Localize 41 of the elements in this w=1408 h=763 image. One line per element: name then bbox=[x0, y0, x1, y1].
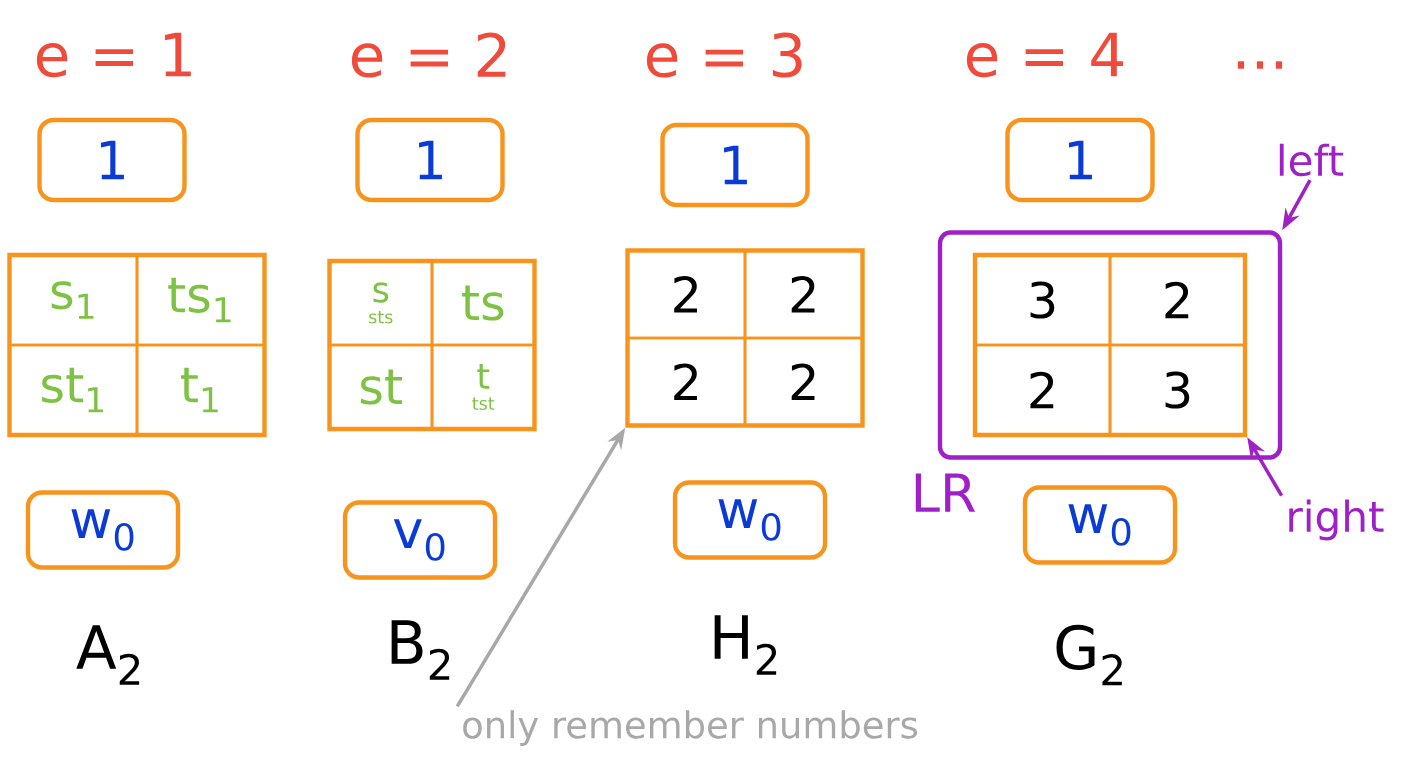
label-box: w$_{0}$ bbox=[1022, 485, 1178, 565]
column-label: A$_{2}$ bbox=[76, 625, 140, 685]
label-box: 1 bbox=[1005, 117, 1155, 203]
note-text: left bbox=[1279, 143, 1344, 177]
table-cell: 2 bbox=[626, 249, 747, 340]
label-box: 1 bbox=[355, 117, 505, 203]
table-cell: s sts bbox=[328, 259, 434, 347]
table-cell: 2 bbox=[743, 336, 864, 427]
table-grid bbox=[7, 252, 267, 438]
column-label: B$_{2}$ bbox=[391, 620, 450, 680]
table-cell: 2 bbox=[973, 343, 1112, 437]
label-box: w$_{0}$ bbox=[25, 490, 181, 570]
table-cell: 2 bbox=[626, 336, 747, 427]
table-cell: s$_{1}$ bbox=[8, 253, 139, 347]
equation-label: e = 4 bbox=[966, 32, 1123, 78]
table-cell: 2 bbox=[743, 249, 864, 340]
label-box: 1 bbox=[37, 117, 187, 203]
table-cell: 2 bbox=[1108, 253, 1247, 347]
table-grid bbox=[625, 248, 865, 428]
table-cell: st bbox=[328, 343, 434, 431]
table-cell: t$_{1}$ bbox=[135, 343, 266, 437]
table-cell: 3 bbox=[1108, 343, 1247, 437]
table-cell: ts$_{1}$ bbox=[135, 253, 266, 347]
ellipsis: ... bbox=[1237, 61, 1283, 69]
column-label: H$_{2}$ bbox=[714, 615, 777, 675]
label-box: v$_{0}$ bbox=[342, 500, 498, 580]
table-cell: 3 bbox=[973, 253, 1112, 347]
table-grid bbox=[972, 252, 1248, 438]
table-grid bbox=[327, 258, 537, 432]
label-box: 1 bbox=[660, 122, 810, 208]
table-cell: st$_{1}$ bbox=[8, 343, 139, 437]
note-text: right bbox=[1289, 499, 1384, 541]
equation-label: e = 3 bbox=[646, 32, 802, 78]
label-box: w$_{0}$ bbox=[672, 480, 828, 560]
equation-label: e = 1 bbox=[36, 32, 191, 78]
column-label: G$_{2}$ bbox=[1056, 624, 1122, 686]
node-label: LR bbox=[915, 473, 976, 512]
table-cell: t tst bbox=[430, 343, 536, 431]
table-cell: ts bbox=[430, 259, 536, 347]
note-text: only remember numbers bbox=[463, 710, 918, 746]
equation-label: e = 2 bbox=[351, 32, 506, 78]
